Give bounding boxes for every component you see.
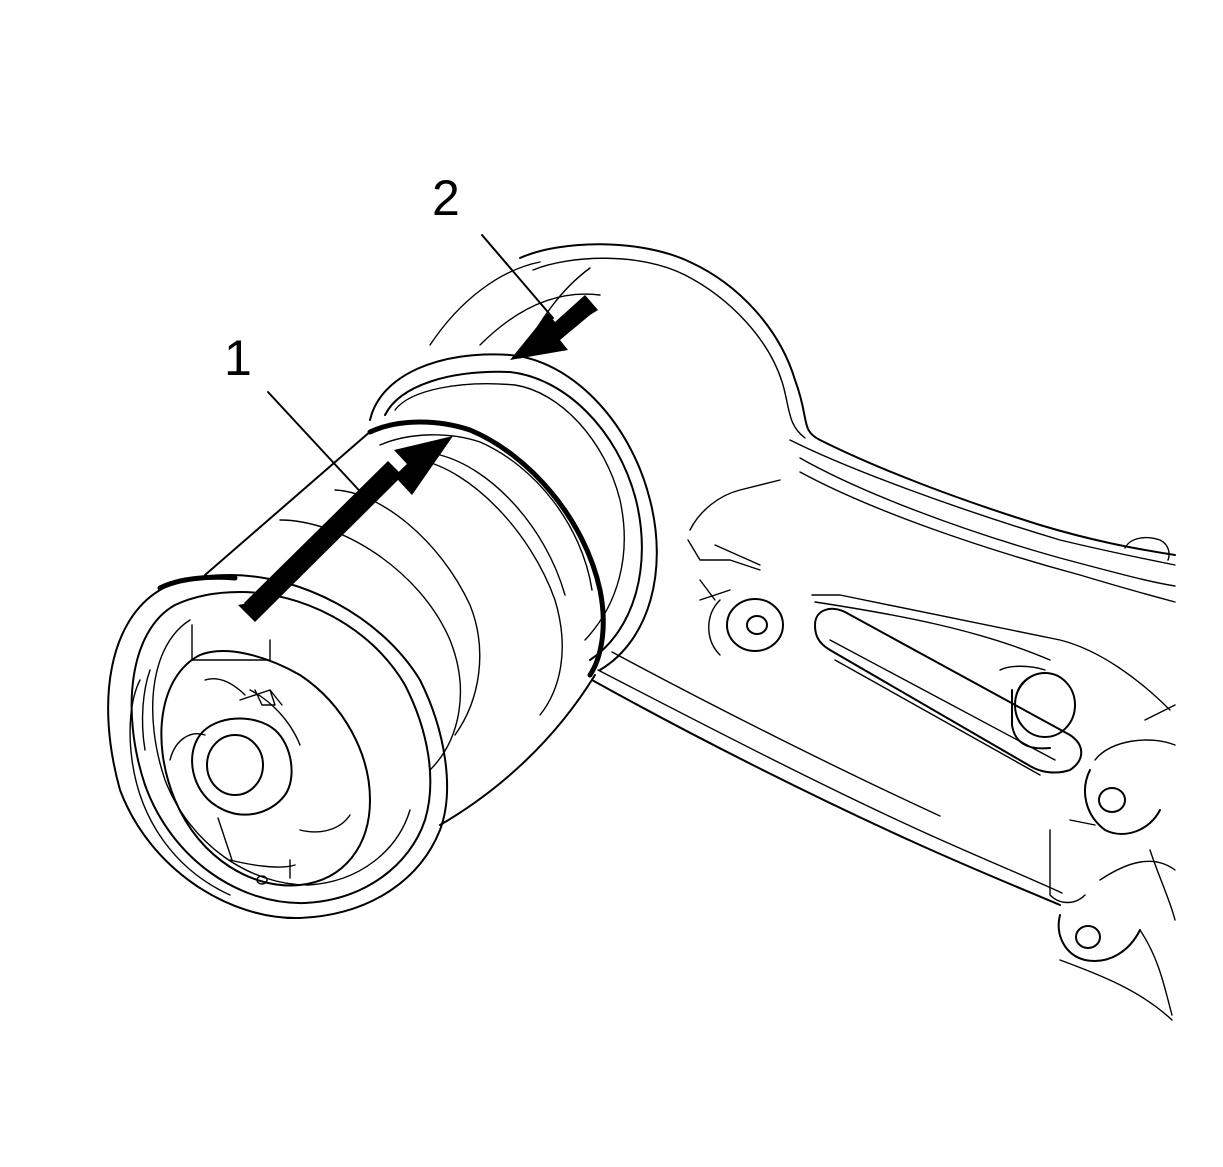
callout-1: 1 — [224, 330, 369, 501]
callout-1-label: 1 — [224, 330, 252, 386]
callout-2: 2 — [432, 170, 554, 319]
arrow-2 — [510, 295, 598, 360]
bushing — [107, 419, 606, 920]
arrow-1 — [238, 436, 453, 622]
callout-2-leader — [481, 234, 554, 319]
callout-2-label: 2 — [432, 170, 460, 226]
control-arm — [519, 243, 1176, 1021]
callout-1-leader — [267, 391, 369, 501]
